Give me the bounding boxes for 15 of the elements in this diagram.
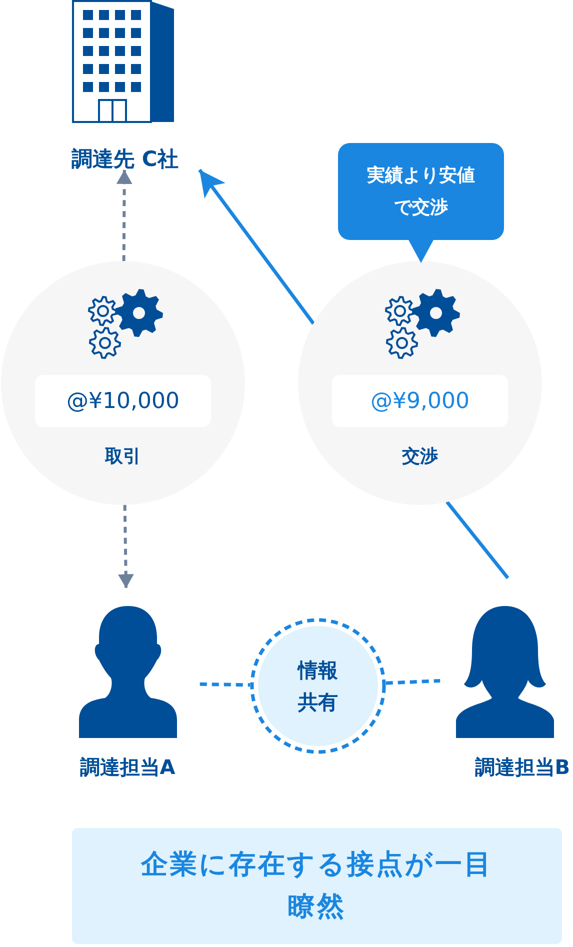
arrow xyxy=(118,504,134,588)
arrow xyxy=(116,170,132,262)
circle-label: 取引 xyxy=(105,445,141,469)
person-label: 調達担当B xyxy=(474,754,570,781)
circle-label: 交渉 xyxy=(402,445,438,469)
company-name: 調達先 C社 xyxy=(72,146,178,173)
price-tag: @¥10,000 xyxy=(35,375,211,427)
summary-banner: 企業に存在する接点が一目瞭然 xyxy=(72,828,562,944)
person-label: 調達担当A xyxy=(80,754,176,781)
arrow xyxy=(198,168,315,325)
connector-line xyxy=(446,500,510,580)
price-tag: @¥9,000 xyxy=(332,375,508,427)
connector-line xyxy=(200,682,250,687)
connector-line xyxy=(386,679,440,685)
speech-bubble: 実績より安値で交渉 xyxy=(338,143,504,240)
